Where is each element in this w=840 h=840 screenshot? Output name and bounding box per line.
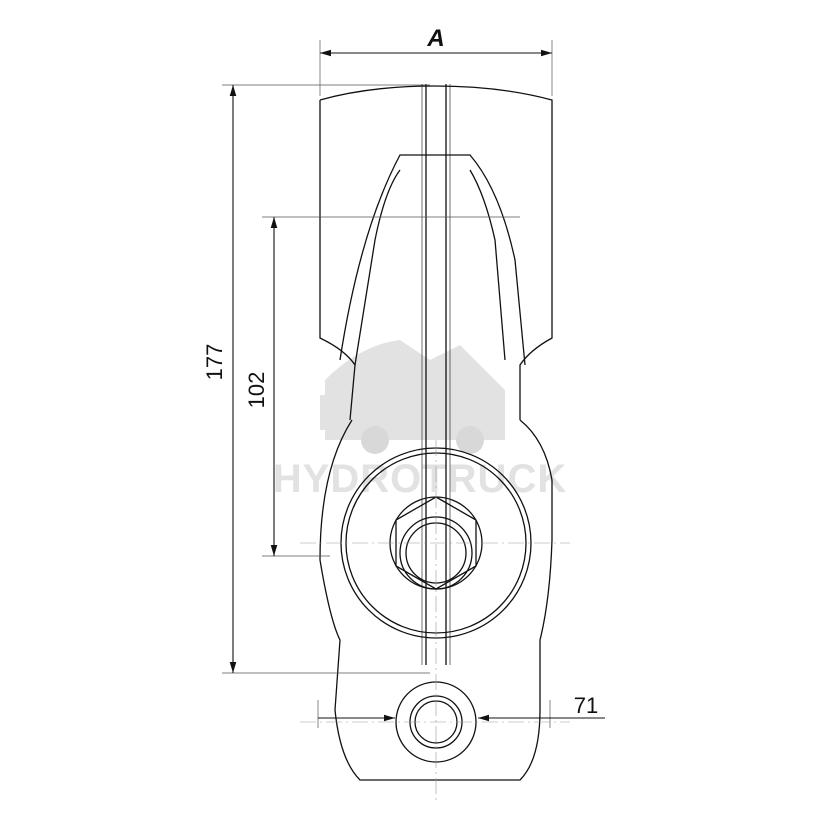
truck-icon <box>320 340 505 454</box>
dim-177-label: 177 <box>202 344 227 381</box>
dim-102-label: 102 <box>244 372 269 409</box>
watermark-logo: HYDROTRUCK <box>273 340 567 501</box>
dim-71-label: 71 <box>574 693 598 718</box>
lower-block-outline <box>319 419 553 781</box>
fork-body-outline <box>319 85 553 420</box>
dim-a-label: A <box>426 25 444 52</box>
watermark-text: HYDROTRUCK <box>273 457 567 501</box>
